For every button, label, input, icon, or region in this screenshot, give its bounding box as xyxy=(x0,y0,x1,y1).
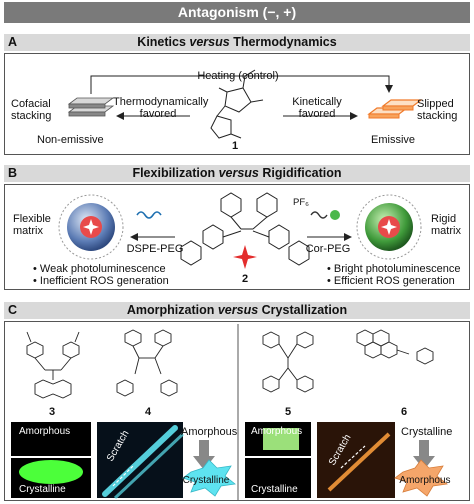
panel-b-title-versus: versus xyxy=(218,166,259,180)
thermo-label-2: favored xyxy=(139,108,177,120)
panel-a-header: A Kinetics versus Thermodynamics xyxy=(4,34,470,51)
molecule-4-structure xyxy=(116,329,178,397)
emissive-label: Emissive xyxy=(371,134,416,146)
down-arrow-left xyxy=(193,440,215,470)
left-arrow-top-label: Amorphous xyxy=(181,426,238,438)
slipped-label-2: stacking xyxy=(417,110,458,122)
dspe-label: DSPE-PEG xyxy=(126,243,184,255)
compound-3-label: 3 xyxy=(49,406,56,418)
panel-c-title-versus: versus xyxy=(217,303,259,317)
pf6-label: PF₆ xyxy=(293,197,309,208)
thermo-label-1: Thermodynamically xyxy=(113,96,209,108)
rigid-label-2: matrix xyxy=(431,225,461,237)
molecule-5-structure xyxy=(262,331,314,393)
orange-burst xyxy=(394,459,448,497)
panel-c-title-post: Crystallization xyxy=(258,303,348,317)
left-crystalline-caption: Crystalline xyxy=(19,484,66,495)
compound-4-label: 4 xyxy=(145,406,152,418)
compound-1-label: 1 xyxy=(232,140,239,152)
cyan-burst xyxy=(182,459,236,497)
bullet-left-1: • Weak photoluminescence xyxy=(33,263,166,275)
flexible-label-2: matrix xyxy=(13,225,43,237)
molecule-3-structure xyxy=(26,331,80,399)
cor-ball-icon xyxy=(330,210,340,220)
panel-c-letter: C xyxy=(8,303,18,317)
molecule-6-structure xyxy=(356,329,434,365)
panel-a: Heating (control) Cofacial stacking Ther… xyxy=(4,53,470,155)
panel-a-graphics xyxy=(67,69,423,139)
compound-6-label: 6 xyxy=(401,406,408,418)
dspe-peg-icon xyxy=(136,211,162,219)
cofacial-label-2: stacking xyxy=(11,110,52,122)
bullet-right-1: • Bright photoluminescence xyxy=(327,263,461,275)
photo-scratch-right xyxy=(317,422,395,498)
right-arrow-bottom-label: Amorphous xyxy=(399,475,451,486)
panel-b-header: B Flexibilization versus Rigidification xyxy=(4,165,470,182)
panel-b: Flexible matrix Rigid matrix DSPE-PEG Co… xyxy=(4,184,470,290)
kinetic-label-1: Kinetically xyxy=(292,96,342,108)
green-glow-crystal xyxy=(19,460,83,484)
cor-peg-icon xyxy=(310,211,328,219)
slipped-label-1: Slipped xyxy=(417,98,454,110)
left-arrow-bottom-label: Crystalline xyxy=(182,475,230,486)
bullet-right-2: • Efficient ROS generation xyxy=(327,275,455,287)
compound-5-label: 5 xyxy=(285,406,292,418)
panel-a-letter: A xyxy=(8,35,18,49)
panel-a-title-post: Thermodynamics xyxy=(229,35,337,49)
figure-title: Antagonism (−, +) xyxy=(4,2,470,23)
panel-c-graphics xyxy=(11,324,448,500)
compound-2-label: 2 xyxy=(242,273,249,285)
cofacial-label-1: Cofacial xyxy=(11,98,51,110)
right-amorphous-caption: Amorphous xyxy=(251,426,303,437)
panel-b-title-pre: Flexibilization xyxy=(132,166,219,180)
panel-c-header: C Amorphization versus Crystallization xyxy=(4,302,470,319)
panel-a-title-versus: versus xyxy=(189,35,230,49)
panel-b-title-post: Rigidification xyxy=(258,166,342,180)
flexible-nanoparticle-icon xyxy=(58,194,124,260)
photo-crystalline-right xyxy=(245,458,311,498)
panel-a-title-pre: Kinetics xyxy=(137,35,190,49)
photo-amorphous-left xyxy=(11,422,91,456)
non-emissive-label: Non-emissive xyxy=(37,134,104,146)
panel-c: 3 4 5 6 Amorphous Crystalline Scratch Am… xyxy=(4,321,470,501)
kinetic-label-2: favored xyxy=(298,108,336,120)
heating-label: Heating (control) xyxy=(197,70,279,82)
cofacial-stack-icon xyxy=(67,97,115,117)
bullet-left-2: • Inefficient ROS generation xyxy=(33,275,169,287)
cor-label: Cor-PEG xyxy=(305,243,351,255)
left-amorphous-caption: Amorphous xyxy=(19,426,71,437)
rigid-nanoparticle-icon xyxy=(356,194,422,260)
heating-arrow xyxy=(90,75,393,94)
panel-c-title-pre: Amorphization xyxy=(126,303,218,317)
slipped-stack-icon xyxy=(367,99,423,119)
right-arrow-top-label: Crystalline xyxy=(401,426,453,438)
rigid-label-1: Rigid xyxy=(431,213,457,225)
red-sparkle-icon xyxy=(233,245,257,269)
molecule-1-structure xyxy=(210,69,264,139)
panel-b-graphics xyxy=(58,192,422,269)
right-crystalline-caption: Crystalline xyxy=(251,484,298,495)
pale-green-film xyxy=(263,428,299,450)
flexible-label-1: Flexible xyxy=(13,213,51,225)
panel-b-letter: B xyxy=(8,166,18,180)
molecule-2-structure xyxy=(180,192,310,266)
